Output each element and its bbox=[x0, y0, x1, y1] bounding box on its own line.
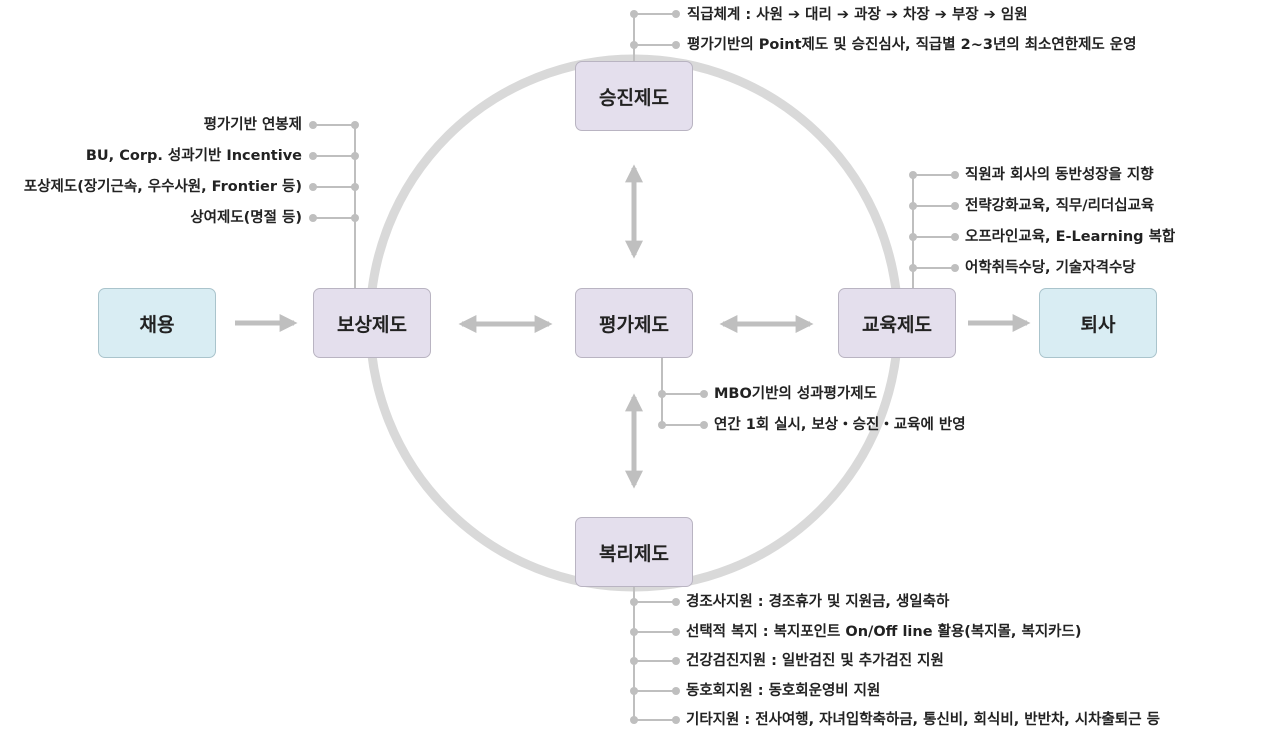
compensation-connector-bullet-dot bbox=[309, 214, 317, 222]
node-evaluation: 평가제도 bbox=[575, 288, 693, 358]
compensation-note: 평가기반 연봉제 bbox=[203, 117, 302, 133]
node-resign: 퇴사 bbox=[1039, 288, 1157, 358]
education-note: 오프라인교육, E-Learning 복합 bbox=[965, 229, 1176, 245]
compensation-connector-bullet-dot bbox=[309, 183, 317, 191]
evaluation-connector-bullet-dot bbox=[700, 390, 708, 398]
evaluation-note: 연간 1회 실시, 보상・승진・교육에 반영 bbox=[714, 417, 966, 433]
compensation-note: 상여제도(명절 등) bbox=[190, 210, 302, 226]
compensation-connector-junction-dot bbox=[351, 183, 359, 191]
promotion-connector-bullet-dot bbox=[672, 10, 680, 18]
node-hire: 채용 bbox=[98, 288, 216, 358]
promotion-note: 직급체계 : 사원 ➔ 대리 ➔ 과장 ➔ 차장 ➔ 부장 ➔ 임원 bbox=[687, 7, 1028, 23]
welfare-connector-bullet-dot bbox=[672, 687, 680, 695]
welfare-connector-bullet-dot bbox=[672, 657, 680, 665]
education-connector-junction-dot bbox=[909, 233, 917, 241]
welfare-note: 동호회지원 : 동호회운영비 지원 bbox=[686, 683, 881, 699]
promotion-connector-junction-dot bbox=[630, 10, 638, 18]
compensation-connector-junction-dot bbox=[351, 152, 359, 160]
welfare-connector-bullet-dot bbox=[672, 628, 680, 636]
promotion-connector-junction-dot bbox=[630, 41, 638, 49]
education-connector-bullet-dot bbox=[951, 264, 959, 272]
promotion-connector-bullet-dot bbox=[672, 41, 680, 49]
compensation-note: BU, Corp. 성과기반 Incentive bbox=[85, 148, 302, 164]
welfare-connector-bullet-dot bbox=[672, 598, 680, 606]
welfare-note: 기타지원 : 전사여행, 자녀입학축하금, 통신비, 회식비, 반반차, 시차출… bbox=[686, 712, 1160, 728]
education-note: 전략강화교육, 직무/리더십교육 bbox=[965, 198, 1155, 214]
node-compensation: 보상제도 bbox=[313, 288, 431, 358]
evaluation-note: MBO기반의 성과평가제도 bbox=[714, 386, 877, 402]
education-connector-junction-dot bbox=[909, 202, 917, 210]
welfare-connector-junction-dot bbox=[630, 628, 638, 636]
welfare-note: 경조사지원 : 경조휴가 및 지원금, 생일축하 bbox=[686, 594, 950, 610]
welfare-note: 건강검진지원 : 일반검진 및 추가검진 지원 bbox=[686, 653, 944, 669]
evaluation-connector-bullet-dot bbox=[700, 421, 708, 429]
education-connector-junction-dot bbox=[909, 264, 917, 272]
evaluation-connector-junction-dot bbox=[658, 390, 666, 398]
welfare-connector-junction-dot bbox=[630, 657, 638, 665]
welfare-note: 선택적 복지 : 복지포인트 On/Off line 활용(복지몰, 복지카드) bbox=[686, 624, 1082, 640]
education-note: 직원과 회사의 동반성장을 지향 bbox=[965, 167, 1154, 183]
welfare-connector-junction-dot bbox=[630, 716, 638, 724]
compensation-connector-junction-dot bbox=[351, 214, 359, 222]
node-promotion: 승진제도 bbox=[575, 61, 693, 131]
evaluation-connector-junction-dot bbox=[658, 421, 666, 429]
compensation-connector-junction-dot bbox=[351, 121, 359, 129]
welfare-connector-junction-dot bbox=[630, 687, 638, 695]
education-connector-bullet-dot bbox=[951, 202, 959, 210]
compensation-note: 포상제도(장기근속, 우수사원, Frontier 등) bbox=[23, 179, 302, 195]
node-education: 교육제도 bbox=[838, 288, 956, 358]
welfare-connector-junction-dot bbox=[630, 598, 638, 606]
education-connector-junction-dot bbox=[909, 171, 917, 179]
education-connector-bullet-dot bbox=[951, 171, 959, 179]
compensation-connector-bullet-dot bbox=[309, 152, 317, 160]
compensation-connector-bullet-dot bbox=[309, 121, 317, 129]
node-welfare: 복리제도 bbox=[575, 517, 693, 587]
welfare-connector-bullet-dot bbox=[672, 716, 680, 724]
education-note: 어학취득수당, 기술자격수당 bbox=[965, 260, 1136, 276]
education-connector-bullet-dot bbox=[951, 233, 959, 241]
promotion-note: 평가기반의 Point제도 및 승진심사, 직급별 2~3년의 최소연한제도 운… bbox=[687, 37, 1137, 53]
